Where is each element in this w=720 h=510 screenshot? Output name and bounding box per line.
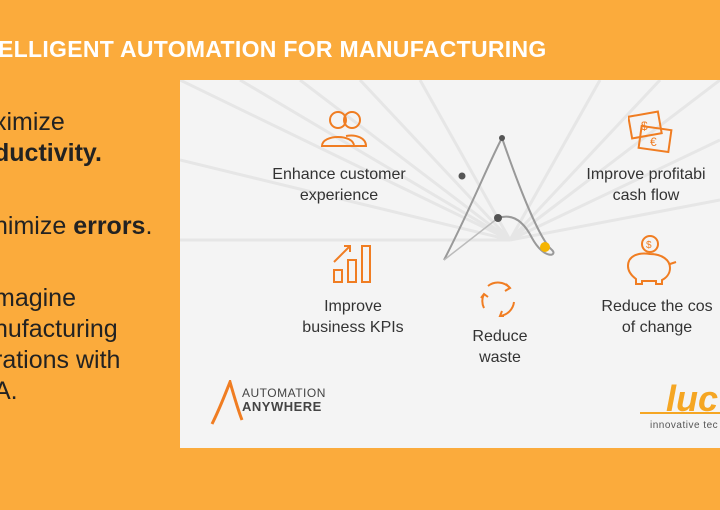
central-a-logo-icon xyxy=(443,135,555,261)
bullet-text: ximize xyxy=(0,108,65,136)
bullet-minimize-errors: nimize errors. xyxy=(0,211,152,242)
piggy-bank-icon: $ xyxy=(626,235,677,285)
svg-text:$: $ xyxy=(646,240,652,251)
aa-line2: ANYWHERE xyxy=(242,399,322,414)
svg-text:$: $ xyxy=(641,119,648,133)
bullet-bold-text: errors xyxy=(73,212,146,240)
benefit-line: experience xyxy=(299,187,379,204)
benefit-line: Improve profitabi xyxy=(586,166,706,183)
benefit-line: Reduce the cos xyxy=(601,298,713,315)
svg-text:€: € xyxy=(650,135,657,149)
benefit-line: business KPIs xyxy=(302,319,404,336)
bullet-line: nufacturing xyxy=(0,315,118,343)
bullet-bold-text: ductivity. xyxy=(0,139,102,167)
recycle-icon xyxy=(480,281,515,317)
bullet-maximize-productivity: ximize ductivity. xyxy=(0,107,102,169)
lucid-tagline: innovative tec xyxy=(650,420,719,431)
automation-anywhere-wordmark: AUTOMATION ANYWHERE xyxy=(242,386,326,414)
bullet-line: A. xyxy=(0,377,18,405)
benefits-panel: Enhance customer experience $ € Improve … xyxy=(180,80,720,448)
benefit-customer: Enhance customer experience xyxy=(264,164,414,206)
bar-chart-icon xyxy=(333,245,371,283)
benefit-cost: Reduce the cos of change xyxy=(572,296,720,338)
lucid-underline xyxy=(640,412,720,414)
benefit-line: Reduce xyxy=(472,328,528,345)
benefit-line: of change xyxy=(621,319,693,336)
automation-anywhere-logo-icon xyxy=(210,380,244,425)
benefit-profit: Improve profitabi cash flow xyxy=(556,164,720,206)
benefit-line: Enhance customer xyxy=(272,166,406,183)
bullet-punct: . xyxy=(145,212,153,240)
benefit-waste: Reduce waste xyxy=(440,326,560,368)
benefit-line: cash flow xyxy=(612,187,680,204)
benefit-line: Improve xyxy=(324,298,382,315)
bullet-reimagine: magine nufacturing rations with A. xyxy=(0,283,120,407)
benefit-kpi: Improve business KPIs xyxy=(278,296,428,338)
benefit-line: waste xyxy=(479,349,521,366)
users-icon xyxy=(320,111,368,147)
aa-line1: AUTOMATION xyxy=(242,386,326,400)
slide-title: ELLIGENT AUTOMATION FOR MANUFACTURING xyxy=(0,36,547,62)
money-icon: $ € xyxy=(628,110,673,154)
bullet-line: rations with xyxy=(0,346,121,374)
bullet-line: magine xyxy=(0,284,76,312)
bullet-text: nimize xyxy=(0,212,74,240)
